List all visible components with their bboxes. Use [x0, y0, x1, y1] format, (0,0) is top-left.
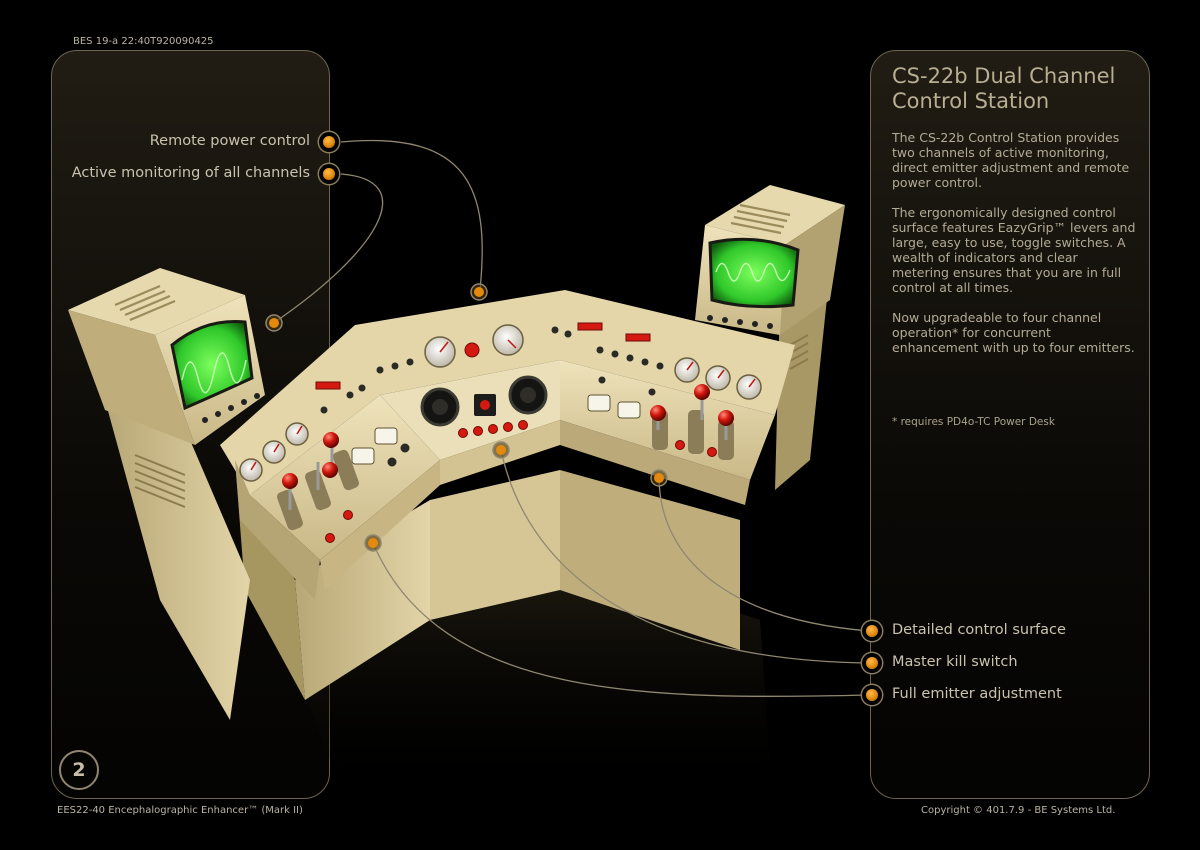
callout-detailed-control-surface: Detailed control surface	[892, 622, 1066, 638]
left-monitor-screen	[170, 319, 254, 411]
right-tower-vent	[789, 334, 809, 370]
small-meters	[351, 394, 641, 465]
detailed-control-surface-marker[interactable]	[866, 625, 878, 637]
product-title: CS-22b Dual Channel Control Station	[892, 64, 1142, 114]
description-paragraph-3: Now upgradeable to four channel operatio…	[892, 310, 1135, 355]
full-emitter-adjustment-marker[interactable]	[866, 689, 878, 701]
right-monitor-top	[705, 185, 845, 245]
callout-master-kill-switch: Master kill switch	[892, 654, 1018, 670]
left-monitor-side	[68, 310, 195, 445]
left-tower-body	[105, 400, 250, 720]
cabinet-left-front	[295, 500, 430, 700]
toggle-switches	[320, 326, 664, 467]
callout-remote-power-control: Remote power control	[149, 133, 310, 149]
product-title-line-1: CS-22b Dual Channel	[892, 64, 1116, 88]
description-paragraph-2: The ergonomically designed control surfa…	[892, 205, 1136, 295]
right-monitor-waveform	[715, 262, 791, 282]
callout-full-emitter-adjustment: Full emitter adjustment	[892, 686, 1062, 702]
document-code: BES 19-a 22:40T920090425	[73, 36, 214, 47]
left-monitor-knobs	[202, 393, 260, 423]
right-monitor-side	[780, 205, 845, 335]
levers-left	[277, 432, 359, 531]
right-info-panel	[870, 50, 1150, 799]
cabinet-right-front	[560, 470, 740, 650]
left-monitor-vent	[114, 284, 176, 322]
right-monitor-knobs	[707, 315, 773, 329]
master-kill-switch-marker[interactable]	[866, 657, 878, 669]
footnote: * requires PD4o-TC Power Desk	[892, 416, 1055, 428]
indicator-lamps	[315, 322, 717, 543]
console-lip-left	[235, 460, 320, 600]
active-monitoring-marker[interactable]	[323, 168, 335, 180]
footer-copyright: Copyright © 401.7.9 - BE Systems Ltd.	[921, 805, 1116, 816]
remote-power-control-marker[interactable]	[323, 136, 335, 148]
cabinet-center-front	[430, 470, 560, 620]
console-lip-right	[560, 420, 750, 505]
right-monitor-screen	[708, 237, 800, 309]
gauge-needles	[250, 339, 756, 471]
console-hotspots	[265, 283, 668, 552]
callout-active-monitoring: Active monitoring of all channels	[71, 165, 310, 181]
console-lip-left-front	[320, 460, 440, 590]
page-number-badge: 2	[59, 750, 99, 790]
footer-product-name: EES22-40 Encephalographic Enhancer™ (Mar…	[57, 805, 303, 816]
console-upper-panels	[220, 290, 795, 495]
left-tower-vent	[134, 454, 186, 508]
description-paragraph-1: The CS-22b Control Station provides two …	[892, 130, 1130, 190]
callout-connectors	[274, 139, 871, 698]
right-monitor-vent	[730, 203, 791, 235]
left-monitor-waveform	[181, 352, 247, 394]
levers-right	[650, 384, 734, 460]
central-dials	[420, 375, 548, 427]
product-title-line-2: Control Station	[892, 89, 1050, 113]
